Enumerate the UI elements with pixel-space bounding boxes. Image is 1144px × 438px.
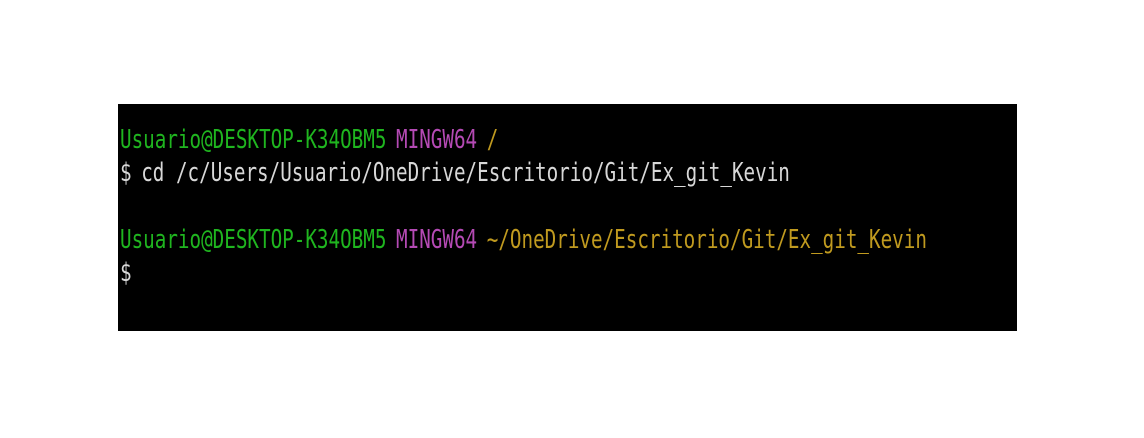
prompt-environment: MINGW64 [396, 225, 478, 255]
prompt-line-2: Usuario@DESKTOP-K34OBM5 MINGW64 ~/OneDrive… [120, 224, 1016, 257]
prompt-line-1: Usuario@DESKTOP-K34OBM5 MINGW64 / [120, 124, 1016, 157]
prompt-symbol: $ [120, 158, 132, 188]
blank-line [120, 190, 1016, 224]
command-line-2[interactable]: $ [120, 257, 1016, 290]
prompt-path: / [486, 125, 499, 155]
prompt-path: ~/OneDrive/Escritorio/Git/Ex_git_Kevin [486, 225, 927, 255]
command-line-1: $ cd /c/Users/Usuario/OneDrive/Escritorio… [120, 157, 1016, 190]
prompt-symbol: $ [120, 258, 132, 288]
prompt-user-host: Usuario@DESKTOP-K34OBM5 [120, 225, 387, 255]
prompt-environment: MINGW64 [396, 125, 478, 155]
prompt-user-host: Usuario@DESKTOP-K34OBM5 [120, 125, 387, 155]
command-text: cd /c/Users/Usuario/OneDrive/Escritorio/… [141, 158, 790, 188]
